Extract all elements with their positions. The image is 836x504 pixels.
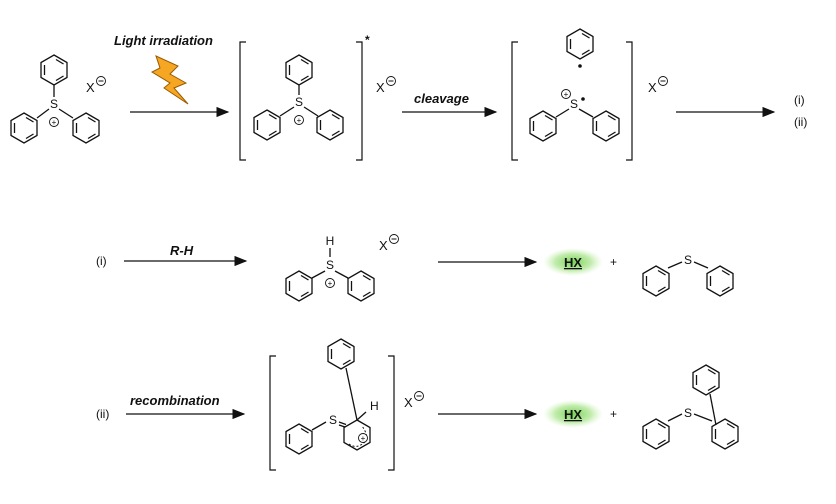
- sulfur-atom: S: [684, 253, 692, 267]
- diphenyl-sulfide: S: [642, 253, 734, 297]
- path-ii-label: (ii): [794, 115, 807, 129]
- cleavage-label: cleavage: [414, 91, 469, 106]
- migrating-phenyl: [327, 338, 355, 370]
- wheland-intermediate-complex: S + H: [269, 338, 395, 471]
- positive-charge-icon: [49, 117, 59, 127]
- counterion-x: X: [379, 238, 388, 253]
- positive-charge-icon: [294, 115, 304, 125]
- counterion-x: X: [86, 80, 95, 95]
- phenyl-ring-right: [72, 112, 100, 144]
- light-irradiation-label: Light irradiation: [114, 33, 213, 48]
- recombination-label: recombination: [130, 393, 220, 408]
- sulfur-atom: S: [50, 97, 58, 111]
- svg-text:+: +: [297, 116, 302, 125]
- plus-sign: +: [610, 255, 617, 269]
- phenyl-ring-top: [40, 54, 68, 86]
- phenylthio-biphenyl: S: [642, 364, 739, 450]
- path-i-label: (i): [794, 93, 805, 107]
- sulfur-atom: S: [684, 406, 692, 420]
- plus-sign: +: [610, 407, 617, 421]
- sulfur-atom: S: [326, 258, 334, 272]
- triphenylsulfonium-salt: S + X: [10, 54, 106, 144]
- hydrogen-atom: H: [370, 399, 379, 413]
- svg-text:+: +: [564, 90, 569, 99]
- svg-text:+: +: [361, 434, 366, 443]
- counterion-x: X: [376, 80, 385, 95]
- path-ii-label: (ii): [96, 407, 109, 421]
- radical-pair-complex: S +: [511, 28, 633, 161]
- biphenyl-phenyl: [692, 364, 720, 396]
- svg-text:+: +: [52, 118, 57, 127]
- counterion-x: X: [648, 80, 657, 95]
- hydrogen-atom: H: [326, 234, 335, 248]
- protonated-diphenylsulfide: H S +: [285, 234, 375, 302]
- phenyl-ring-left: [10, 112, 38, 144]
- svg-text:+: +: [328, 279, 333, 288]
- sulfur-atom: S: [295, 95, 303, 109]
- radical-dot-icon: [578, 64, 582, 68]
- excited-state-complex: * S +: [239, 33, 370, 161]
- positive-charge-icon: [325, 278, 335, 288]
- counterion-x: X: [404, 395, 413, 410]
- acid-glow: [543, 400, 603, 428]
- lightning-bolt-icon: [150, 55, 189, 105]
- path-i-label: (i): [96, 254, 107, 268]
- hx-product: HX: [564, 255, 582, 270]
- hx-product: HX: [564, 407, 582, 422]
- sulfur-atom: S: [329, 413, 337, 427]
- sulfur-atom: S: [570, 97, 578, 111]
- positive-charge-icon: [358, 433, 368, 443]
- positive-charge-icon: [561, 89, 571, 99]
- rh-label: R-H: [170, 243, 194, 258]
- acid-glow: [543, 248, 603, 276]
- phenyl-radical: [566, 28, 594, 60]
- excited-state-star: *: [365, 33, 370, 47]
- radical-dot-icon: [581, 97, 585, 101]
